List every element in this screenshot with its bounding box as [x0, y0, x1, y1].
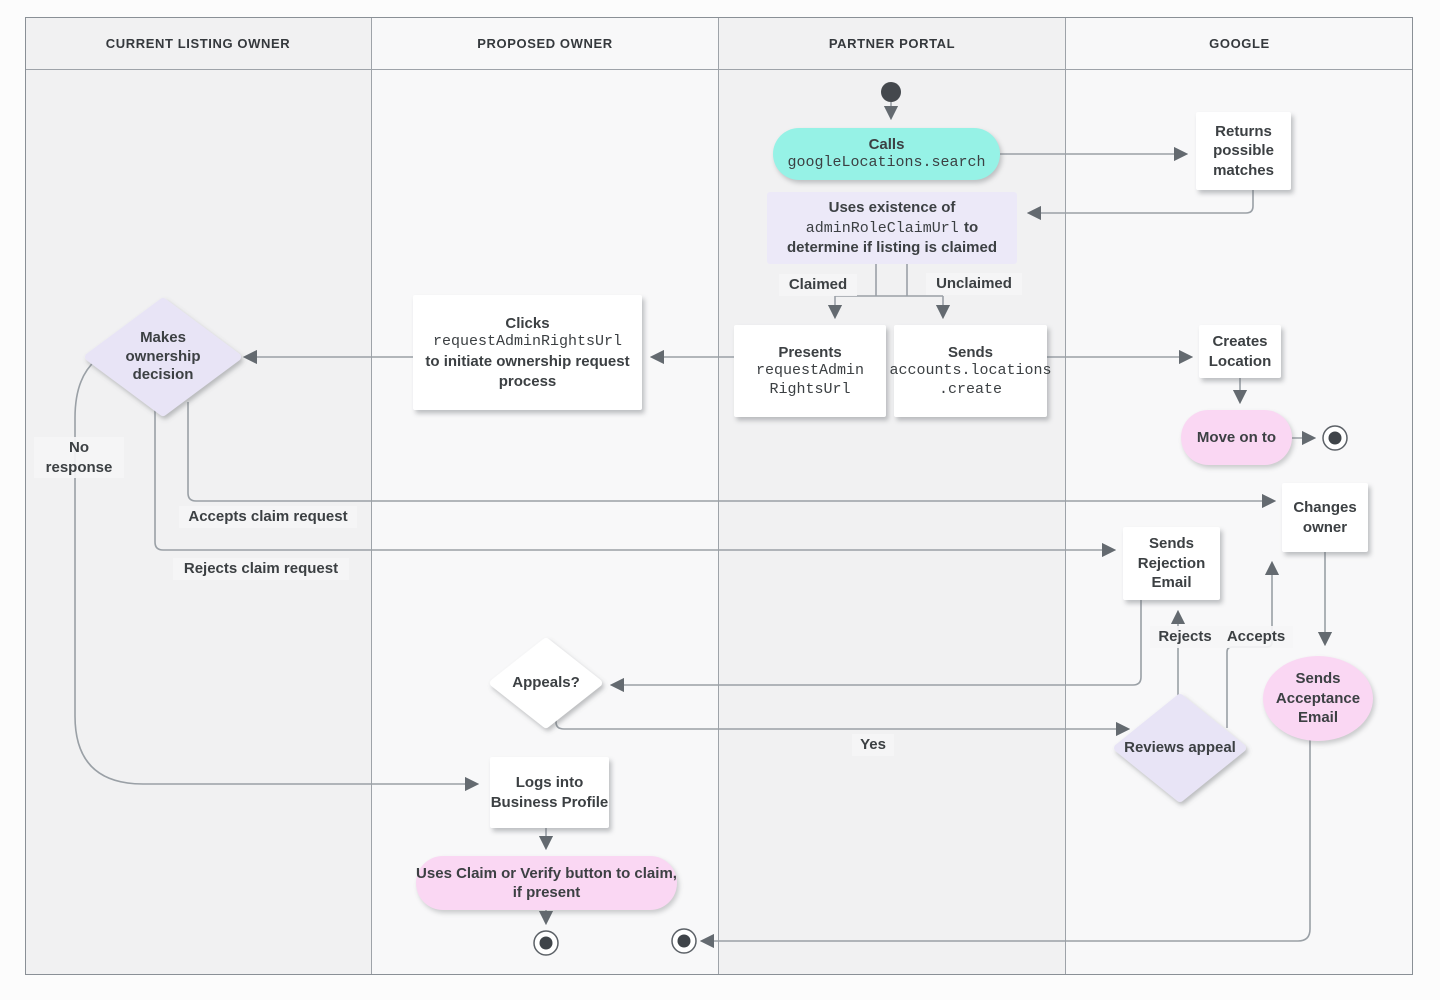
node-sends-accounts-locations-create: Sends accounts.locations .create: [889, 325, 1052, 417]
node-creates-location: Creates Location: [1199, 325, 1281, 378]
node-sends-rejection-email: Sends Rejection Email: [1123, 527, 1220, 600]
lane-header-partner-portal: PARTNER PORTAL: [719, 17, 1065, 70]
node-uses-existence-line1: Uses existence of: [828, 199, 956, 217]
node-presents-title: Presents: [778, 343, 842, 361]
node-uses-existence-after: to: [964, 218, 979, 236]
node-presents-code: requestAdmin RightsUrl: [755, 362, 865, 398]
lane-header-current-listing-owner: CURRENT LISTING OWNER: [25, 17, 371, 70]
node-presents-requestadminrightsurl: Presents requestAdmin RightsUrl: [734, 325, 886, 417]
node-move-on-to: Move on to: [1181, 410, 1292, 465]
node-sends-acceptance-email: Sends Acceptance Email: [1263, 656, 1373, 741]
node-uses-claim-or-verify: Uses Claim or Verify button to claim, if…: [416, 856, 677, 910]
node-logs-into-business-profile: Logs into Business Profile: [490, 757, 609, 828]
edge-label-rejects-claim-request: Rejects claim request: [173, 558, 349, 580]
edge-label-rejects: Rejects: [1150, 626, 1220, 648]
edge-label-claimed: Claimed: [779, 274, 857, 296]
edge-label-accepts: Accepts: [1219, 626, 1293, 648]
node-changes-owner: Changes owner: [1282, 483, 1368, 552]
node-calls-googlelocations-search: Calls googleLocations.search: [773, 128, 1000, 180]
lane-header-proposed-owner: PROPOSED OWNER: [372, 17, 718, 70]
node-returns-possible-matches: Returns possible matches: [1196, 112, 1291, 190]
diagram-frame: [25, 17, 1413, 975]
node-uses-existence: Uses existence of adminRoleClaimUrl to de…: [767, 192, 1017, 264]
edge-label-no-response: No response: [34, 437, 124, 478]
edge-label-yes: Yes: [852, 734, 894, 756]
node-sends-create-code: accounts.locations .create: [889, 362, 1052, 398]
decision-reviews-appeal-label: Reviews appeal: [1124, 738, 1236, 756]
node-clicks-requestadminrightsurl: Clicks requestAdminRightsUrl to initiate…: [413, 295, 642, 410]
lane-header-google: GOOGLE: [1066, 17, 1413, 70]
node-clicks-rest: to initiate ownership request process: [425, 353, 630, 390]
node-calls-title: Calls: [868, 135, 905, 153]
node-clicks-title: Clicks: [505, 314, 550, 332]
node-uses-existence-line2: determine if listing is claimed: [786, 239, 998, 257]
node-calls-code: googleLocations.search: [787, 154, 986, 172]
edge-label-unclaimed: Unclaimed: [926, 273, 1022, 295]
node-clicks-code: requestAdminRightsUrl: [432, 333, 623, 351]
node-sends-create-title: Sends: [947, 343, 993, 361]
edge-label-accepts-claim-request: Accepts claim request: [179, 506, 357, 528]
node-uses-existence-code: adminRoleClaimUrl: [805, 219, 959, 237]
decision-makes-ownership-label: Makes ownership decision: [125, 328, 201, 384]
decision-appeals-label: Appeals?: [512, 673, 580, 691]
